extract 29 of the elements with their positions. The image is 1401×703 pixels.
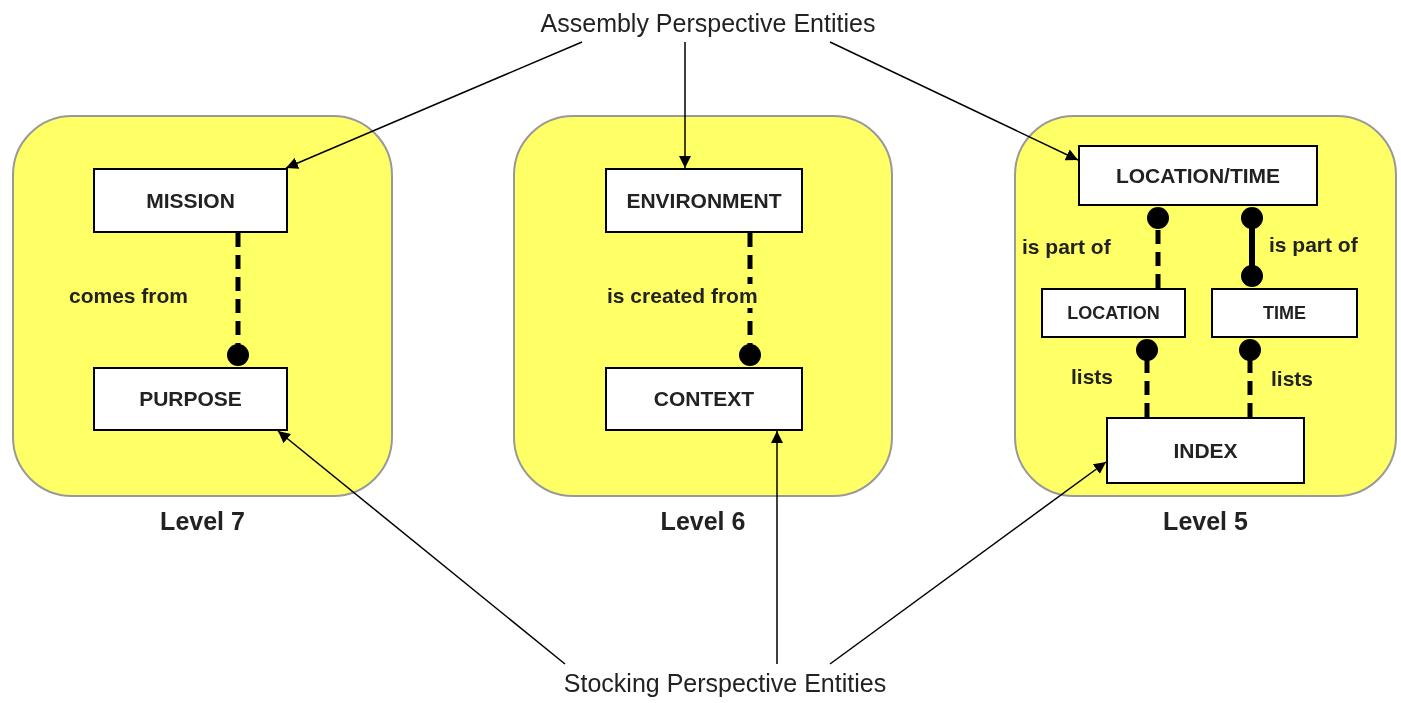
entity-box: MISSION <box>93 168 288 233</box>
caption-text: Assembly Perspective Entities <box>498 4 918 42</box>
relationship-line <box>1239 339 1261 417</box>
relationship-line <box>1241 207 1263 287</box>
level-label: Level 7 <box>159 507 246 536</box>
arrow <box>829 461 1107 665</box>
relationship-line <box>1136 339 1158 417</box>
level-panel <box>513 115 893 497</box>
entity-box: CONTEXT <box>605 367 803 431</box>
level-panel <box>12 115 393 497</box>
relationship-line <box>227 233 249 366</box>
entity-box: TIME <box>1211 288 1358 338</box>
entity-box: ENVIRONMENT <box>605 168 803 233</box>
entity-box: LOCATION/TIME <box>1078 145 1318 206</box>
arrow <box>771 430 783 665</box>
level-label: Level 5 <box>1162 507 1249 536</box>
caption-text: Stocking Perspective Entities <box>515 664 935 702</box>
relationship-line <box>1147 207 1169 288</box>
arrow <box>277 430 566 665</box>
level-label: Level 6 <box>659 507 747 536</box>
arrow <box>285 41 583 169</box>
entity-box: INDEX <box>1106 417 1305 484</box>
arrow <box>679 41 691 169</box>
relationship-line <box>739 233 761 366</box>
arrow <box>829 41 1079 161</box>
edge-label: is created from <box>606 284 759 308</box>
level-panel <box>1014 115 1397 497</box>
entity-box: LOCATION <box>1041 288 1186 338</box>
entity-box: PURPOSE <box>93 367 288 431</box>
